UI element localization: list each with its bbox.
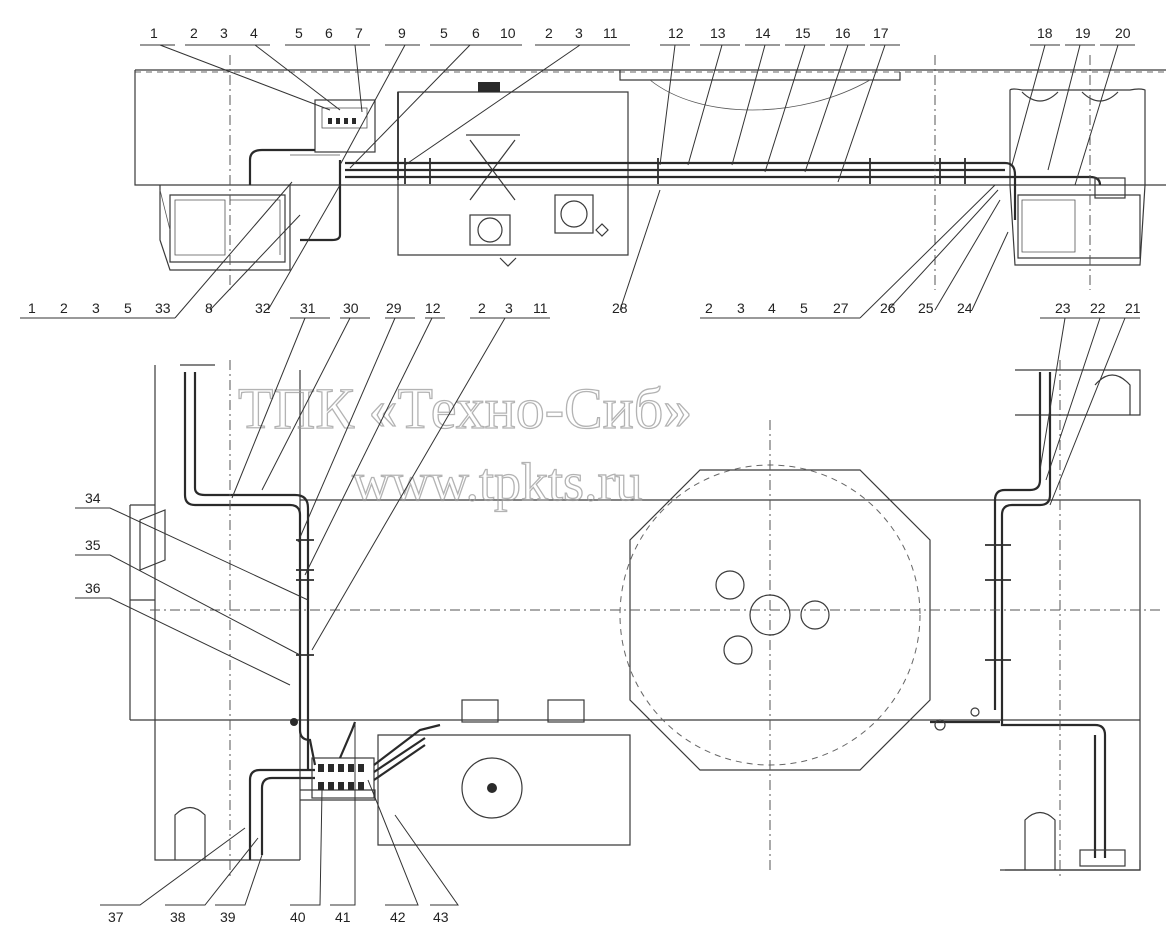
top-view xyxy=(134,55,1166,290)
callout-33: 33 xyxy=(155,300,171,316)
callout-br-5: 5 xyxy=(800,300,808,316)
callout-21: 21 xyxy=(1125,300,1141,316)
callout-10: 10 xyxy=(500,25,516,41)
callout-bl-1: 1 xyxy=(28,300,36,316)
callout-40: 40 xyxy=(290,909,306,925)
plan-view xyxy=(129,360,1160,880)
callout-20: 20 xyxy=(1115,25,1131,41)
callout-11: 11 xyxy=(603,25,618,41)
callout-br-4: 4 xyxy=(768,300,776,316)
callout-17: 17 xyxy=(873,25,889,41)
callout-5: 5 xyxy=(295,25,303,41)
watermark-line2: www.tpkts.ru xyxy=(352,452,643,512)
callout-2: 2 xyxy=(190,25,198,41)
callout-32: 32 xyxy=(255,300,271,316)
callout-bl-3: 3 xyxy=(92,300,100,316)
callout-35: 35 xyxy=(85,537,101,553)
callout-30: 30 xyxy=(343,300,359,316)
callout-27: 27 xyxy=(833,300,849,316)
callout-bl-2: 2 xyxy=(60,300,68,316)
callout-3: 3 xyxy=(220,25,228,41)
callout-12: 12 xyxy=(668,25,684,41)
callout-31: 31 xyxy=(300,300,316,316)
callout-2c: 2 xyxy=(478,300,486,316)
callout-5b: 5 xyxy=(440,25,448,41)
callout-3c: 3 xyxy=(505,300,513,316)
callout-42: 42 xyxy=(390,909,406,925)
callout-28: 28 xyxy=(612,300,628,316)
callout-18: 18 xyxy=(1037,25,1053,41)
callout-1: 1 xyxy=(150,25,158,41)
callout-8: 8 xyxy=(205,300,213,316)
callout-4: 4 xyxy=(250,25,258,41)
callout-br-3: 3 xyxy=(737,300,745,316)
callout-13: 13 xyxy=(710,25,726,41)
callout-15: 15 xyxy=(795,25,811,41)
callout-3b: 3 xyxy=(575,25,583,41)
callout-37: 37 xyxy=(108,909,124,925)
callout-2b: 2 xyxy=(545,25,553,41)
callout-9: 9 xyxy=(398,25,406,41)
callout-14: 14 xyxy=(755,25,771,41)
callout-7: 7 xyxy=(355,25,363,41)
callout-br-2: 2 xyxy=(705,300,713,316)
callout-38: 38 xyxy=(170,909,186,925)
callout-41: 41 xyxy=(335,909,351,925)
top-view-callouts: 1 2 3 4 5 6 7 9 5 6 10 2 3 11 12 13 14 1… xyxy=(20,25,1135,319)
callout-25: 25 xyxy=(918,300,934,316)
callout-43: 43 xyxy=(433,909,449,925)
callout-19: 19 xyxy=(1075,25,1091,41)
plan-view-callouts: 31 30 29 12 2 3 11 23 22 21 34 35 36 37 … xyxy=(75,300,1141,925)
callout-6: 6 xyxy=(325,25,333,41)
callout-6b: 6 xyxy=(472,25,480,41)
callout-26: 26 xyxy=(880,300,896,316)
callout-23: 23 xyxy=(1055,300,1071,316)
callout-11b: 11 xyxy=(533,300,548,316)
callout-39: 39 xyxy=(220,909,236,925)
callout-34: 34 xyxy=(85,490,101,506)
callout-16: 16 xyxy=(835,25,851,41)
watermark: ТПК «Техно-Сиб» www.tpkts.ru xyxy=(237,375,693,512)
callout-bl-5: 5 xyxy=(124,300,132,316)
callout-36: 36 xyxy=(85,580,101,596)
callout-29: 29 xyxy=(386,300,402,316)
callout-22: 22 xyxy=(1090,300,1106,316)
callout-24: 24 xyxy=(957,300,973,316)
callout-12b: 12 xyxy=(425,300,441,316)
